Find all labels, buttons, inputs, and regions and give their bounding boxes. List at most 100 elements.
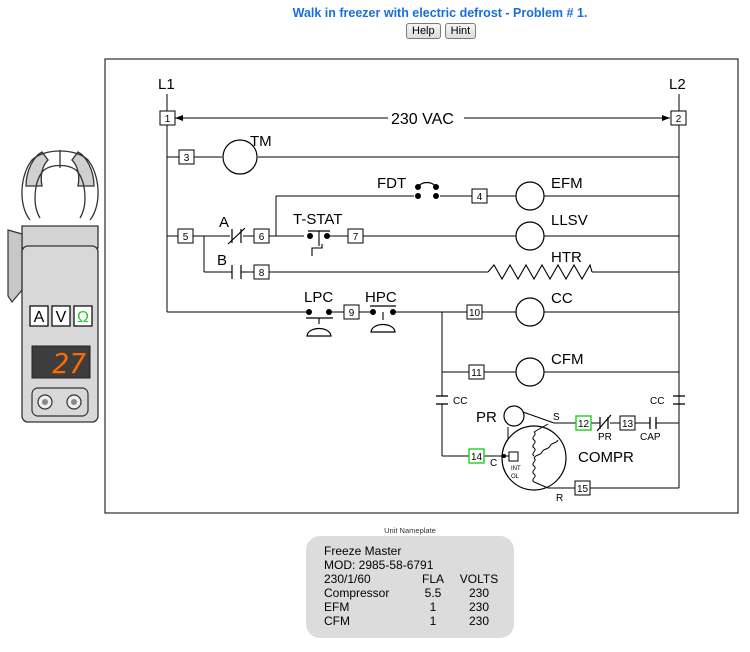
pr-relay[interactable]: [503, 405, 525, 427]
nameplate-row-fla: 5.5: [424, 586, 442, 600]
tstat-label: T-STAT: [293, 211, 342, 228]
nameplate-row-name: EFM: [324, 600, 350, 614]
cc-cap-left-label: CC: [453, 396, 467, 407]
ol-label: OL: [511, 474, 520, 480]
meter-mode-v-label: V: [56, 309, 67, 326]
nameplate-fla-header: FLA: [421, 572, 444, 586]
hint-button[interactable]: Hint: [444, 23, 477, 39]
meter-readout: 27: [52, 347, 86, 380]
nameplate-row-name: CFM: [324, 614, 350, 628]
terminal-label: 9: [349, 308, 355, 319]
meter-display: [31, 345, 91, 379]
cfm-label: CFM: [551, 351, 584, 368]
help-button[interactable]: Help: [406, 23, 441, 39]
llsv-load[interactable]: [515, 221, 545, 251]
terminal-5[interactable]: 5: [177, 228, 194, 244]
compr-label: COMPR: [578, 449, 634, 466]
meter-mode-ohm[interactable]: [73, 305, 93, 327]
int-label: INT: [511, 466, 521, 472]
terminal-label: 3: [184, 153, 190, 164]
terminal-label: 2: [676, 114, 682, 125]
schematic-frame: [104, 58, 739, 514]
nameplate-header: 230/1/60 FLA VOLTS: [324, 572, 514, 586]
terminal-10[interactable]: 10: [466, 304, 483, 320]
htr-heater[interactable]: [487, 263, 593, 281]
hpc-switch[interactable]: [370, 305, 396, 333]
terminal-14[interactable]: 14: [468, 448, 485, 464]
terminal-label: 8: [259, 268, 265, 279]
l2-label: L2: [669, 76, 686, 93]
meter-mode-a-label: A: [34, 309, 45, 326]
terminal-label: 13: [622, 419, 634, 430]
terminal-8[interactable]: 8: [253, 264, 270, 280]
pr-contact-label: PR: [598, 432, 612, 443]
terminal-label: 12: [578, 419, 590, 430]
clamp-meter: A V Ω 27: [7, 150, 99, 423]
terminal-label: 10: [469, 308, 481, 319]
nameplate-row-fla: 1: [429, 600, 437, 614]
nameplate-caption: Unit Nameplate: [384, 526, 436, 535]
nameplate-brand: Freeze Master: [324, 544, 402, 558]
nameplate-row-volts: 230: [468, 614, 490, 628]
fdt-switch[interactable]: [415, 181, 439, 200]
terminal-7[interactable]: 7: [347, 228, 364, 244]
terminal-label: 1: [165, 114, 171, 125]
efm-load[interactable]: [515, 181, 545, 211]
llsv-label: LLSV: [551, 212, 588, 229]
meter-mode-ohm-label: Ω: [77, 309, 89, 326]
terminal-9[interactable]: 9: [343, 304, 360, 320]
nameplate-row-volts: 230: [468, 600, 490, 614]
page-title: Walk in freezer with electric defrost - …: [292, 6, 588, 20]
terminal-3[interactable]: 3: [178, 149, 195, 165]
terminal-label: 11: [471, 368, 482, 379]
terminal-label: 5: [183, 232, 189, 243]
cc-label: CC: [551, 290, 573, 307]
tstat-switch[interactable]: [307, 230, 330, 256]
r-terminal-label: R: [556, 493, 563, 504]
nameplate-row: EFM 1 230: [324, 600, 514, 614]
terminal-15[interactable]: 15: [574, 480, 591, 496]
compressor[interactable]: [501, 411, 567, 491]
terminal-6[interactable]: 6: [253, 228, 270, 244]
terminal-2[interactable]: 2: [670, 110, 687, 126]
nameplate-row-volts: 230: [468, 586, 490, 600]
voltage-label: 230 VAC: [391, 111, 454, 128]
contacts: [227, 227, 612, 432]
nameplate-volts-header: VOLTS: [459, 572, 499, 586]
htr-label: HTR: [551, 249, 582, 266]
nameplate-power-spec: 230/1/60: [324, 572, 371, 586]
tm-load[interactable]: [222, 139, 258, 175]
cc-load[interactable]: [515, 297, 545, 327]
meter-mode-a[interactable]: [29, 305, 49, 327]
meter-mode-v[interactable]: [51, 305, 71, 327]
cap-label: CAP: [640, 432, 661, 443]
lpc-switch[interactable]: [306, 309, 333, 337]
nameplate-row: Compressor 5.5 230: [324, 586, 514, 600]
fdt-label: FDT: [377, 175, 406, 192]
nameplate-row: CFM 1 230: [324, 614, 514, 628]
tm-label: TM: [250, 133, 272, 150]
hpc-label: HPC: [365, 289, 397, 306]
terminal-label: 6: [259, 232, 265, 243]
terminal-1[interactable]: 1: [159, 110, 176, 126]
s-terminal-label: S: [553, 412, 560, 423]
nameplate-model: MOD: 2985-58-6791: [324, 558, 434, 572]
terminal-11[interactable]: 11: [468, 364, 485, 380]
contact-b-label: B: [217, 252, 227, 269]
efm-label: EFM: [551, 175, 583, 192]
c-terminal-label: C: [490, 458, 497, 469]
button-row: Help Hint: [406, 23, 477, 39]
unit-nameplate: Freeze Master MOD: 2985-58-6791 230/1/60…: [306, 536, 514, 638]
pr-label: PR: [476, 409, 497, 426]
contact-a-label: A: [219, 214, 229, 231]
terminal-12[interactable]: 12: [575, 415, 592, 431]
cc-capacitors: [436, 395, 685, 429]
terminal-label: 15: [577, 484, 589, 495]
lpc-label: LPC: [304, 289, 333, 306]
terminal-label: 4: [477, 192, 483, 203]
terminal-4[interactable]: 4: [471, 188, 488, 204]
cc-cap-right-label: CC: [650, 396, 664, 407]
cfm-load[interactable]: [515, 357, 545, 387]
terminal-13[interactable]: 13: [619, 415, 636, 431]
